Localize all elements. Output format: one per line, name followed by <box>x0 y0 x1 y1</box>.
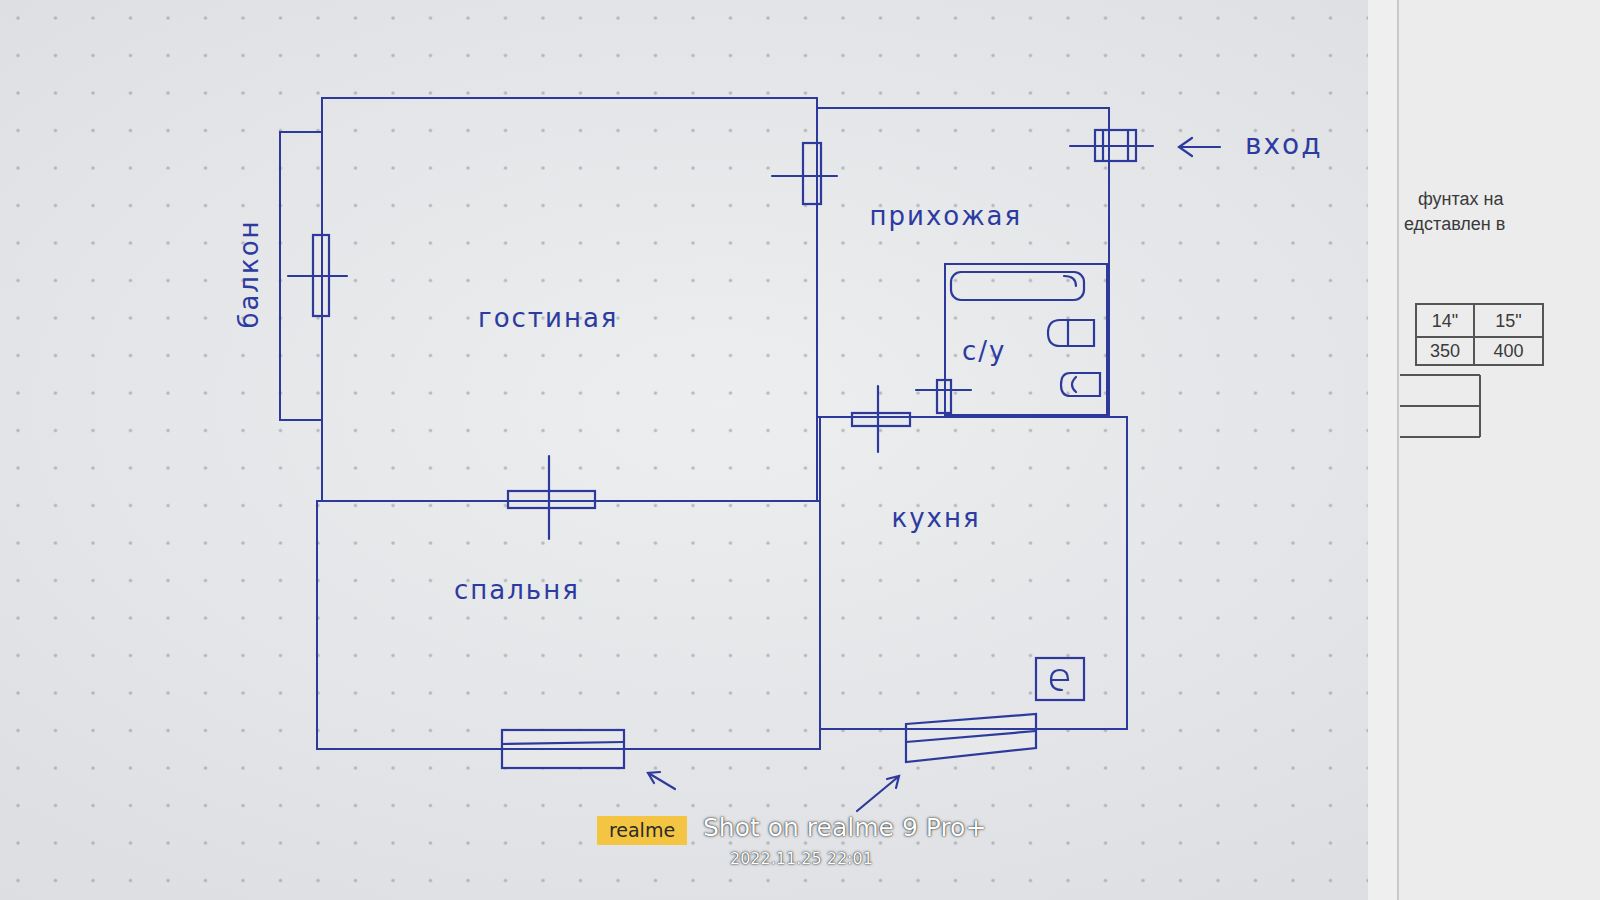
watermark-brand: realme <box>597 816 687 845</box>
room-box: с/у <box>944 263 1108 416</box>
printed-text: фунтах на <box>1418 190 1504 208</box>
room-box: гостиная <box>321 97 818 502</box>
room-label: с/у <box>962 338 1006 364</box>
room-box: балкон <box>279 131 323 421</box>
printed-table <box>1400 304 1543 437</box>
entry-label: вход <box>1245 131 1323 159</box>
room-label: прихожая <box>870 203 1023 229</box>
printed-text: едставлен в <box>1404 215 1505 233</box>
watermark-text: Shot on realme 9 Pro+ <box>703 815 986 840</box>
table-cell: 400 <box>1474 337 1543 365</box>
table-cell: 15" <box>1474 304 1543 337</box>
room-box: кухня <box>819 416 1128 730</box>
plan-symbols <box>288 130 1220 811</box>
watermark-badge <box>597 816 687 845</box>
watermark-date: 2022.11.25 22:01 <box>730 851 873 867</box>
room-box: прихожая с/у <box>816 107 1110 418</box>
room-label: спальня <box>454 577 580 603</box>
table-cell: 350 <box>1416 337 1474 365</box>
sheet-edge <box>1397 0 1399 900</box>
room-label: кухня <box>892 505 981 531</box>
room-box: спальня <box>316 500 821 750</box>
table-cell: 14" <box>1416 304 1474 337</box>
room-label: балкон <box>235 219 261 328</box>
room-label: гостиная <box>478 305 618 331</box>
page-edge <box>1368 0 1400 900</box>
printed-sheet <box>1398 0 1600 900</box>
dot-grid <box>0 0 1385 900</box>
